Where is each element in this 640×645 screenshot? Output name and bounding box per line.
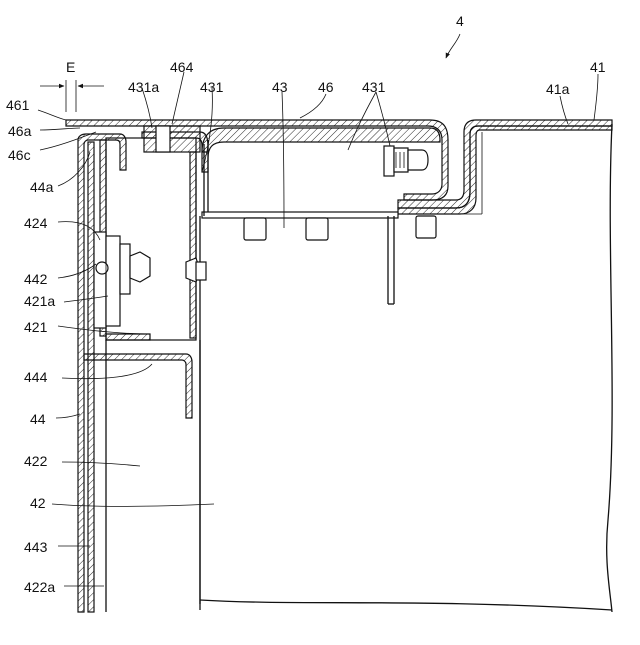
- label-442: 442: [24, 271, 48, 287]
- wall-443: [88, 142, 94, 612]
- dimension-label: E: [66, 59, 75, 75]
- label-422a: 422a: [24, 579, 55, 595]
- label-461: 461: [6, 97, 30, 113]
- block-464: [144, 126, 200, 152]
- label-42: 42: [30, 495, 46, 511]
- label-421a: 421a: [24, 293, 55, 309]
- label-431-right: 431: [362, 79, 386, 95]
- label-422: 422: [24, 453, 48, 469]
- label-44: 44: [30, 411, 46, 427]
- label-46c: 46c: [8, 147, 31, 163]
- flange-444: [84, 354, 192, 418]
- break-line-bottom: [200, 600, 612, 610]
- bolt-431: [384, 146, 428, 176]
- label-41a: 41a: [546, 81, 570, 97]
- figure-number: 4: [456, 13, 464, 29]
- dimension-E: E: [40, 59, 104, 112]
- label-464: 464: [170, 59, 194, 75]
- label-43: 43: [272, 79, 288, 95]
- label-431-left: 431: [200, 79, 224, 95]
- label-444: 444: [24, 369, 48, 385]
- label-44a: 44a: [30, 179, 54, 195]
- label-443: 443: [24, 539, 48, 555]
- label-46: 46: [318, 79, 334, 95]
- break-line-right: [607, 124, 612, 612]
- label-421: 421: [24, 319, 48, 335]
- figure-ref: 4: [446, 13, 464, 58]
- label-46a: 46a: [8, 123, 32, 139]
- label-431a: 431a: [128, 79, 159, 95]
- label-41: 41: [590, 59, 606, 75]
- label-424: 424: [24, 215, 48, 231]
- rivet: [186, 258, 206, 282]
